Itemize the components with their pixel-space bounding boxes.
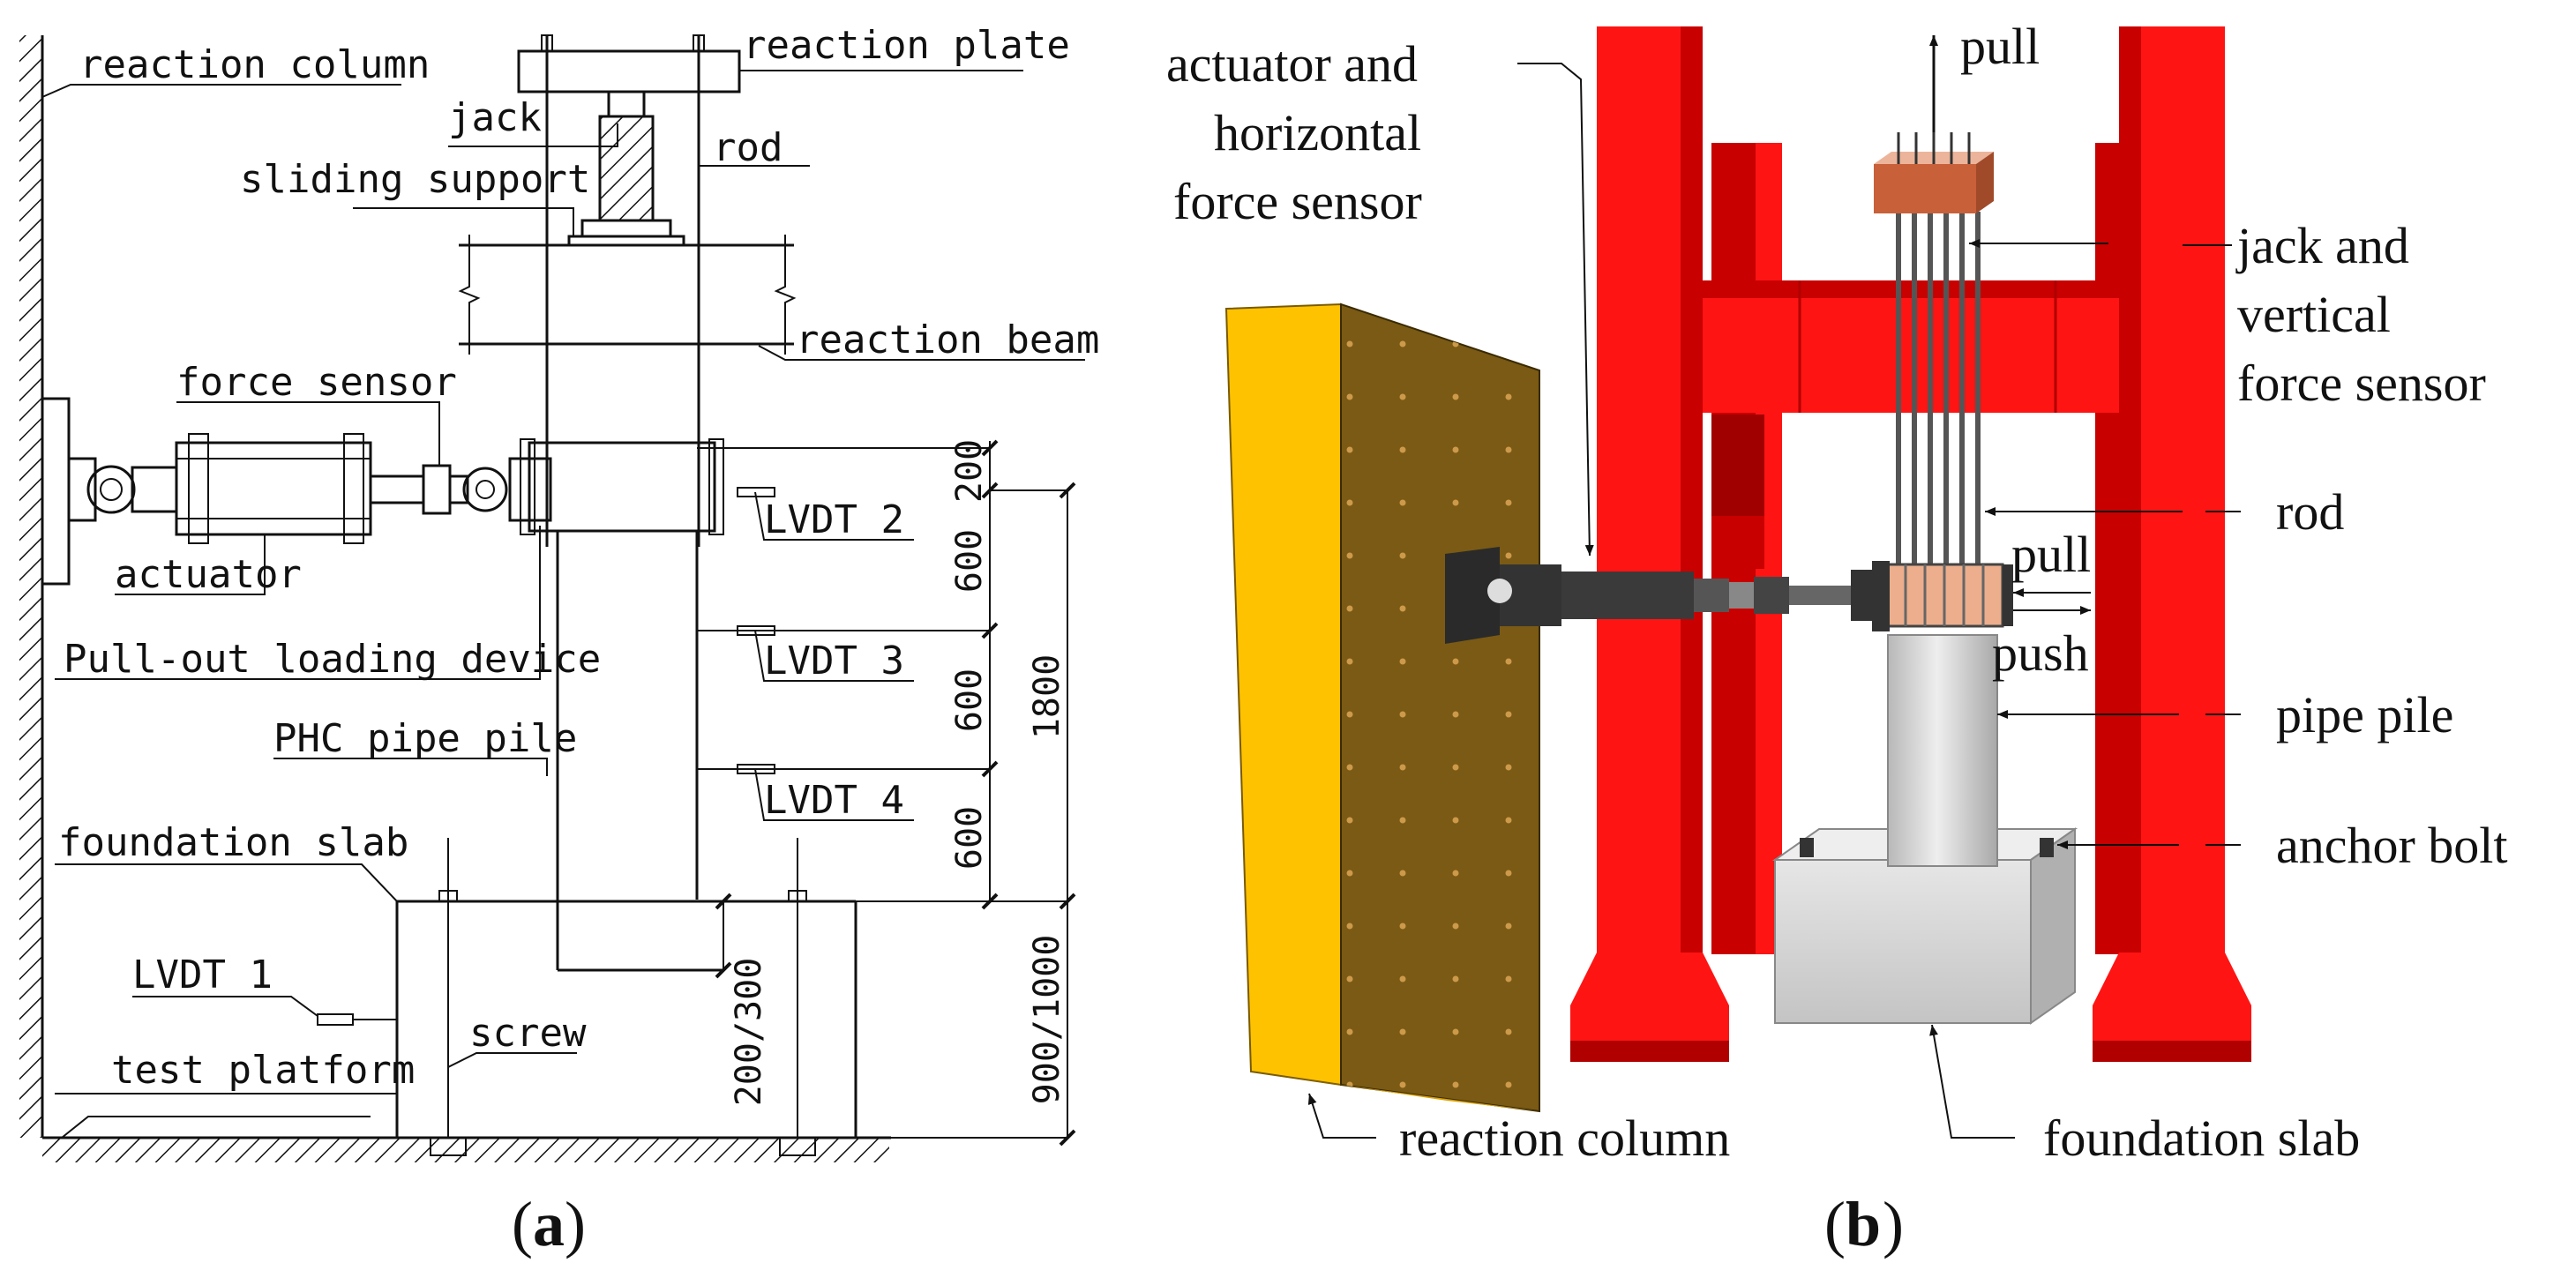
label-reaction-column-a: reaction column — [79, 42, 430, 87]
pipe-pile-3d — [1887, 634, 1998, 867]
dim-1800: 1800 — [1027, 654, 1067, 739]
svg-text:(: ( — [512, 1189, 533, 1259]
dim-600-middle: 600 — [949, 669, 990, 732]
actuator-3d — [1445, 547, 1872, 644]
dim-200-300: 200/300 — [729, 958, 769, 1107]
label-reaction-column-b: reaction column — [1399, 1109, 1730, 1167]
label-jack-line2: vertical — [2237, 286, 2391, 343]
reaction-column-wall — [19, 35, 44, 1138]
label-screw: screw — [469, 1011, 587, 1056]
label-lvdt4: LVDT 4 — [764, 778, 904, 823]
reaction-frame-right-column — [2093, 26, 2251, 1062]
label-pull-out-device: Pull-out loading device — [64, 637, 601, 682]
label-jack: jack — [448, 95, 542, 140]
label-pull: pull — [2011, 526, 2091, 583]
panel-b: pull actuator and horizontal force senso… — [1166, 18, 2508, 1259]
label-rod-b: rod — [2276, 483, 2344, 541]
dim-200: 200 — [949, 439, 990, 503]
label-jack-line3: force sensor — [2237, 355, 2486, 412]
dimension-lines — [715, 439, 1076, 1147]
pull-out-device-drawing — [508, 438, 724, 535]
label-lvdt1: LVDT 1 — [132, 952, 273, 997]
label-anchor-bolt: anchor bolt — [2276, 817, 2508, 874]
reaction-frame-crossbeam — [1703, 280, 2119, 413]
reaction-wall-3d — [1224, 303, 1540, 1113]
label-sliding-support: sliding support — [240, 157, 590, 202]
label-reaction-plate: reaction plate — [743, 23, 1070, 68]
caption-a: ( a ) — [512, 1189, 586, 1259]
caption-b: ( b ) — [1824, 1189, 1904, 1259]
svg-text:(: ( — [1824, 1189, 1846, 1259]
panel-a: reaction column reaction plate jack rod … — [19, 23, 1099, 1259]
jack-block-3d — [1874, 132, 1994, 213]
foundation-slab-drawing — [317, 838, 857, 1156]
pull-out-device-3d — [1872, 561, 2013, 631]
reaction-plate — [517, 49, 741, 93]
label-foundation-slab-b: foundation slab — [2043, 1109, 2360, 1167]
label-push: push — [1992, 624, 2089, 682]
reaction-frame-left-column — [1570, 26, 1729, 1062]
caption-b-letter: b — [1846, 1189, 1881, 1259]
dim-600-bottom: 600 — [949, 806, 990, 870]
phc-pipe-pile-drawing — [556, 531, 724, 972]
label-pipe-pile: pipe pile — [2276, 686, 2453, 743]
label-actuator-line1: actuator and — [1166, 35, 1418, 93]
label-actuator: actuator — [115, 552, 302, 597]
reaction-beam — [458, 235, 797, 355]
label-phc-pipe-pile: PHC pipe pile — [273, 716, 577, 761]
label-lvdt2: LVDT 2 — [764, 497, 904, 542]
leader-lines-b — [1307, 35, 2241, 1139]
label-actuator-line2: horizontal — [1214, 104, 1421, 161]
dim-600-top: 600 — [949, 529, 990, 593]
label-jack-line1: jack and — [2235, 217, 2409, 274]
jack-drawing — [567, 90, 685, 247]
label-force-sensor: force sensor — [176, 360, 457, 405]
label-rod-a: rod — [713, 125, 783, 170]
actuator-drawing — [41, 397, 508, 586]
svg-text:): ) — [565, 1189, 586, 1259]
svg-text:): ) — [1883, 1189, 1904, 1259]
label-reaction-beam: reaction beam — [796, 318, 1099, 362]
label-test-platform: test platform — [111, 1048, 415, 1093]
label-lvdt3: LVDT 3 — [764, 639, 904, 684]
label-actuator-line3: force sensor — [1173, 173, 1422, 230]
leader-lines-a — [41, 70, 1085, 1139]
rods-3d — [1896, 212, 1981, 609]
label-pull-top: pull — [1960, 18, 2040, 75]
dim-900-1000: 900/1000 — [1027, 935, 1067, 1105]
caption-a-letter: a — [533, 1189, 565, 1259]
label-foundation-slab-a: foundation slab — [58, 820, 408, 865]
